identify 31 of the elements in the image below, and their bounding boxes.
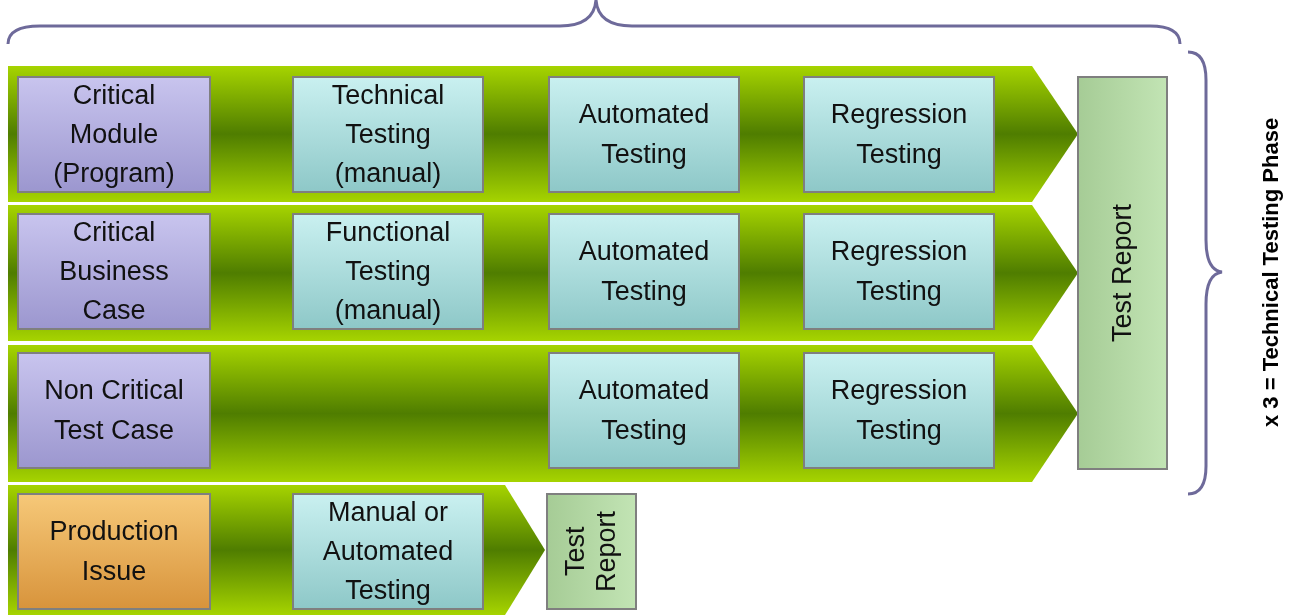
box-label: Automated Testing (577, 374, 711, 447)
box-label: Critical Module (Program) (52, 78, 176, 191)
step-box (17, 493, 211, 610)
report-box (546, 493, 637, 610)
phase-label: x 3 = Technical Testing Phase (1258, 116, 1284, 429)
step-box (548, 352, 740, 469)
box-label: Manual or Automated Testing (321, 495, 455, 608)
step-box (292, 213, 484, 330)
box-label: Critical Business Case (58, 215, 170, 328)
step-box (17, 213, 211, 330)
box-label: Regression Testing (829, 235, 969, 308)
box-label: Regression Testing (829, 98, 969, 171)
box-label: Test Report (1106, 203, 1138, 343)
box-label: Technical Testing (manual) (330, 78, 446, 191)
step-box (548, 76, 740, 193)
box-label: Non Critical Test Case (43, 374, 185, 447)
box-label: Production Issue (48, 515, 180, 588)
step-box (292, 493, 484, 610)
step-box (803, 213, 995, 330)
step-box (17, 76, 211, 193)
box-label: Automated Testing (577, 98, 711, 171)
box-label: Test Report (560, 510, 623, 595)
step-box (292, 76, 484, 193)
step-box (548, 213, 740, 330)
box-label: Functional Testing (manual) (324, 215, 452, 328)
box-label: Automated Testing (577, 235, 711, 308)
step-box (803, 76, 995, 193)
step-box (803, 352, 995, 469)
step-box (17, 352, 211, 469)
box-label: Regression Testing (829, 374, 969, 447)
report-box (1077, 76, 1168, 470)
